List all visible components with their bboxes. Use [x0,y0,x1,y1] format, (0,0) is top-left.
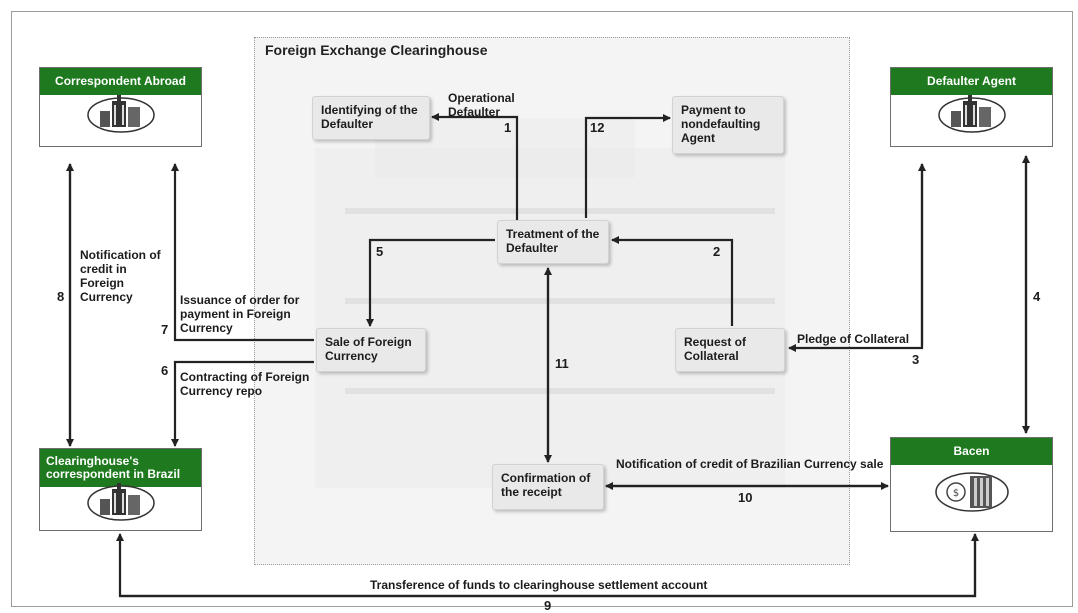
payment-nondefaulting-box: Payment to nondefaulting Agent [672,96,784,154]
step-1: 1 [504,120,512,135]
step-3: 3 [912,352,920,367]
label-issuance-order: Issuance of order for payment in Foreign… [180,293,300,335]
bacen-title: Bacen [891,438,1052,465]
arrow-2-to-treatment [611,236,734,326]
arrow-7-to-abroad [171,163,314,342]
office-building-icon [86,93,156,138]
correspondent-brazil-box: Clearinghouse's correspondent in Brazil [39,448,202,531]
label-pledge-collateral: Pledge of Collateral [797,332,910,346]
request-collateral-box: Request of Collateral [675,328,785,372]
correspondent-abroad-title: Correspondent Abroad [40,68,201,95]
sale-foreign-currency-box: Sale of Foreign Currency [316,328,426,372]
office-building-icon [86,481,156,526]
step-6: 6 [161,363,169,378]
office-building-icon [937,93,1007,138]
arrow-5-to-sale [366,238,495,327]
defaulter-agent-title: Defaulter Agent [891,68,1052,95]
label-notification-brazilian: Notification of credit of Brazilian Curr… [616,457,884,471]
arrow-3-to-request [788,164,924,352]
label-contracting-repo: Contracting of Foreign Currency repo [180,370,310,398]
arrow-6-to-brazil [171,360,314,447]
step-11: 11 [555,356,569,371]
treatment-defaulter-box: Treatment of the Defaulter [497,220,609,264]
label-transference-funds: Transference of funds to clearinghouse s… [370,578,708,592]
svg-text:$: $ [952,488,958,499]
label-operational-defaulter: Operational Defaulter [448,91,515,119]
step-5: 5 [376,244,384,259]
diagram-frame [11,11,1073,607]
step-8: 8 [57,289,65,304]
correspondent-abroad-box: Correspondent Abroad [39,67,202,147]
step-2: 2 [713,244,721,259]
step-9: 9 [544,598,552,613]
arrow-12-to-payment [584,114,671,218]
confirmation-receipt-box: Confirmation of the receipt [492,464,604,510]
correspondent-brazil-title: Clearinghouse's correspondent in Brazil [40,449,201,487]
step-7: 7 [161,322,169,337]
identifying-defaulter-box: Identifying of the Defaulter [312,96,430,140]
arrow-1-to-identifying [431,113,519,220]
clearinghouse-title: Foreign Exchange Clearinghouse [265,42,488,58]
step-10: 10 [738,490,753,505]
arrow-9-to-bacen [120,533,979,598]
bacen-box: Bacen $ [890,437,1053,532]
step-4: 4 [1033,289,1041,304]
label-notification-foreign: Notification of credit in Foreign Curren… [80,248,161,304]
step-12: 12 [590,120,605,135]
defaulter-agent-box: Defaulter Agent [890,67,1053,147]
central-bank-icon: $ [934,470,1010,519]
